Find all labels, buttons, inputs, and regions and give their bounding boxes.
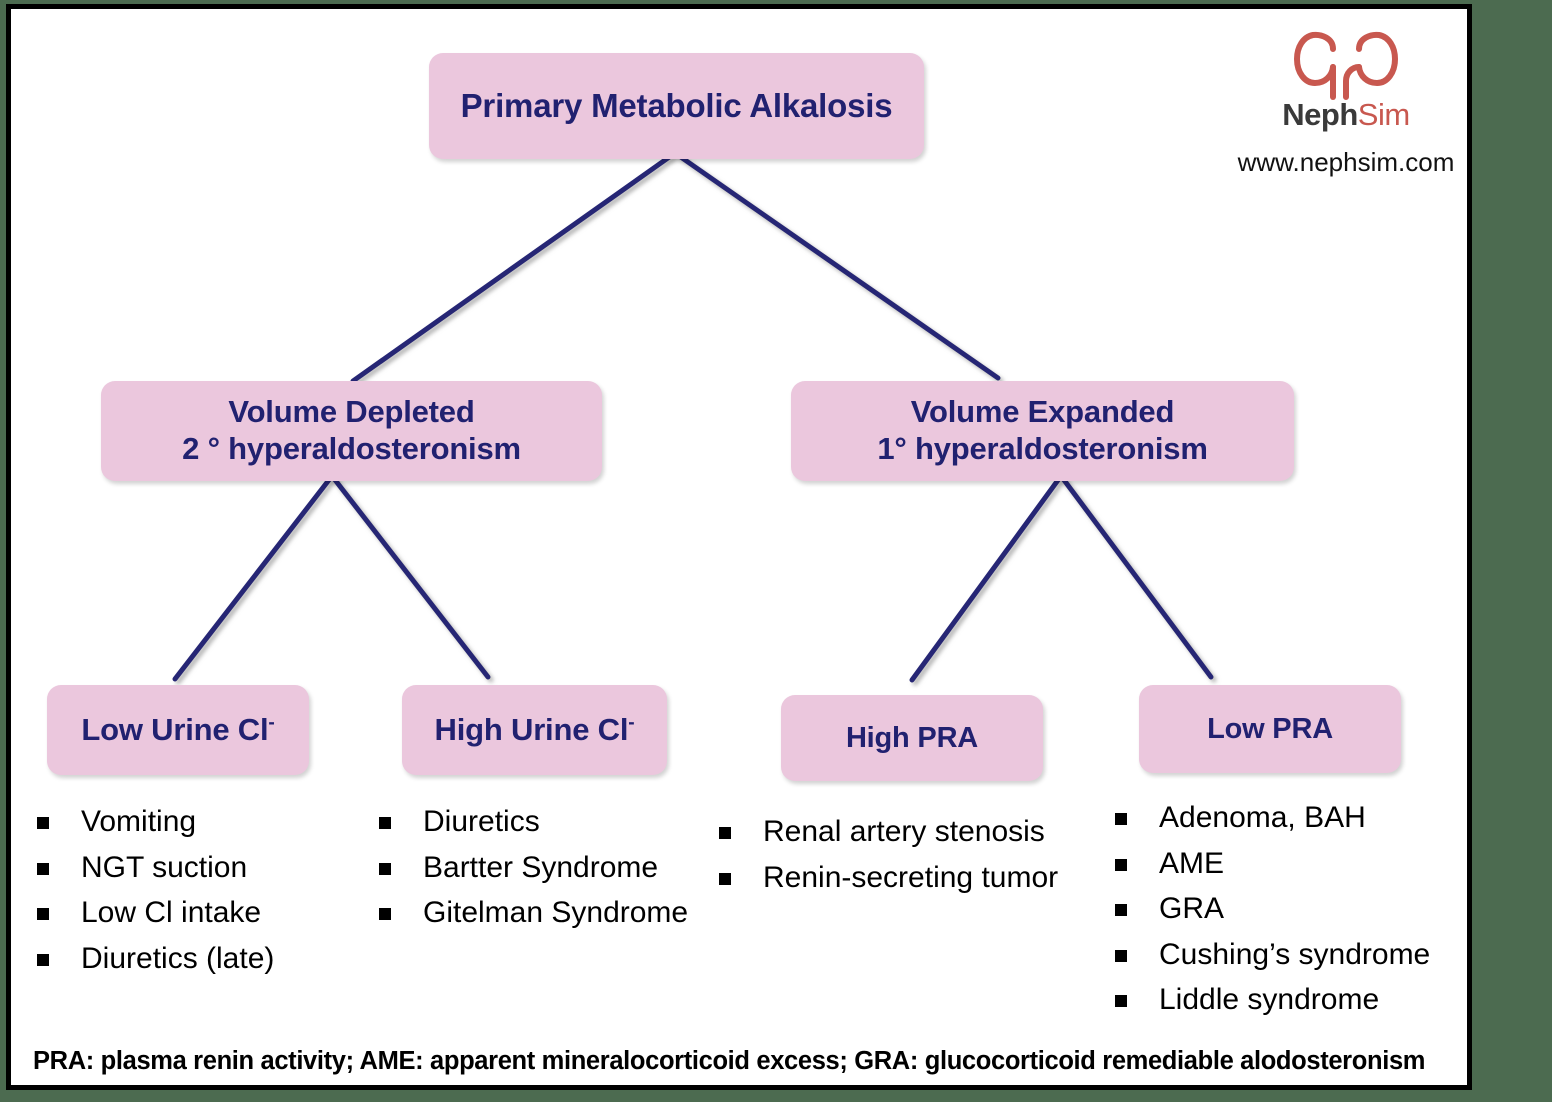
node-label-block: Volume Depleted 2 ° hyperaldosteronism <box>182 394 521 467</box>
node-line-1: Volume Depleted <box>228 394 475 430</box>
degree-symbol: ° <box>894 431 907 466</box>
edge-expanded-to-low-pra <box>1058 473 1214 680</box>
node-line-2-prefix: 1 <box>877 431 895 466</box>
list-item: Renin-secreting tumor <box>711 855 1058 901</box>
node-low-urine-cl[interactable]: Low Urine Cl- <box>47 685 309 775</box>
list-item: Low Cl intake <box>29 890 274 936</box>
edge-depleted-to-low-urine-cl <box>172 473 335 682</box>
superscript-charge: - <box>268 712 275 734</box>
node-volume-expanded[interactable]: Volume Expanded 1° hyperaldosteronism <box>791 381 1294 481</box>
list-item: Diuretics <box>371 799 688 845</box>
list-item: Gitelman Syndrome <box>371 890 688 936</box>
node-label: High Urine Cl <box>434 711 629 747</box>
node-line-2-rest: hyperaldosteronism <box>906 431 1208 466</box>
list-item: Vomiting <box>29 799 274 845</box>
node-high-pra[interactable]: High PRA <box>781 695 1043 781</box>
list-item: GRA <box>1107 886 1430 932</box>
list-item: Cushing’s syndrome <box>1107 932 1430 978</box>
brand-logo: NephSim www.nephsim.com <box>1221 31 1471 178</box>
list-item: Renal artery stenosis <box>711 809 1058 855</box>
node-line-2-prefix: 2 <box>182 431 208 466</box>
edge-depleted-to-high-urine-cl <box>329 473 491 680</box>
edge-root-to-volume-expanded <box>672 150 1001 381</box>
list-item: Diuretics (late) <box>29 936 274 982</box>
node-label: High PRA <box>845 721 979 754</box>
list-item: Liddle syndrome <box>1107 977 1430 1023</box>
list-item: AME <box>1107 841 1430 887</box>
node-label-block: High Urine Cl- <box>435 712 635 749</box>
brand-name-part1: Neph <box>1282 97 1358 132</box>
brand-url: www.nephsim.com <box>1237 147 1455 177</box>
node-label-block: Low Urine Cl- <box>81 712 274 749</box>
node-label: Low PRA <box>1207 712 1333 745</box>
node-label: Primary Metabolic Alkalosis <box>460 86 893 124</box>
list-item: Bartter Syndrome <box>371 845 688 891</box>
superscript-charge: - <box>628 712 635 734</box>
diagram-card: NephSim www.nephsim.com Primary Metaboli… <box>6 4 1472 1090</box>
node-label: Low Urine Cl <box>81 711 269 747</box>
node-low-pra[interactable]: Low PRA <box>1139 685 1401 773</box>
edge-root-to-volume-depleted <box>350 150 678 384</box>
list-item: NGT suction <box>29 845 274 891</box>
node-label-block: Volume Expanded 1° hyperaldosteronism <box>877 394 1208 467</box>
node-volume-depleted[interactable]: Volume Depleted 2 ° hyperaldosteronism <box>101 381 602 481</box>
kidney-pair-icon <box>1294 31 1398 100</box>
brand-name-part2: Sim <box>1357 97 1410 132</box>
list-item: Adenoma, BAH <box>1107 795 1430 841</box>
node-line-2-rest: hyperaldosteronism <box>219 431 521 466</box>
node-primary-metabolic-alkalosis[interactable]: Primary Metabolic Alkalosis <box>429 53 924 159</box>
node-line-1: Volume Expanded <box>910 394 1175 430</box>
degree-symbol: ° <box>207 431 220 466</box>
edge-expanded-to-high-pra <box>909 473 1064 683</box>
node-high-urine-cl[interactable]: High Urine Cl- <box>402 685 667 775</box>
brand-wordmark: NephSim <box>1221 97 1471 133</box>
abbreviation-legend: PRA: plasma renin activity; AME: apparen… <box>33 1047 1426 1075</box>
